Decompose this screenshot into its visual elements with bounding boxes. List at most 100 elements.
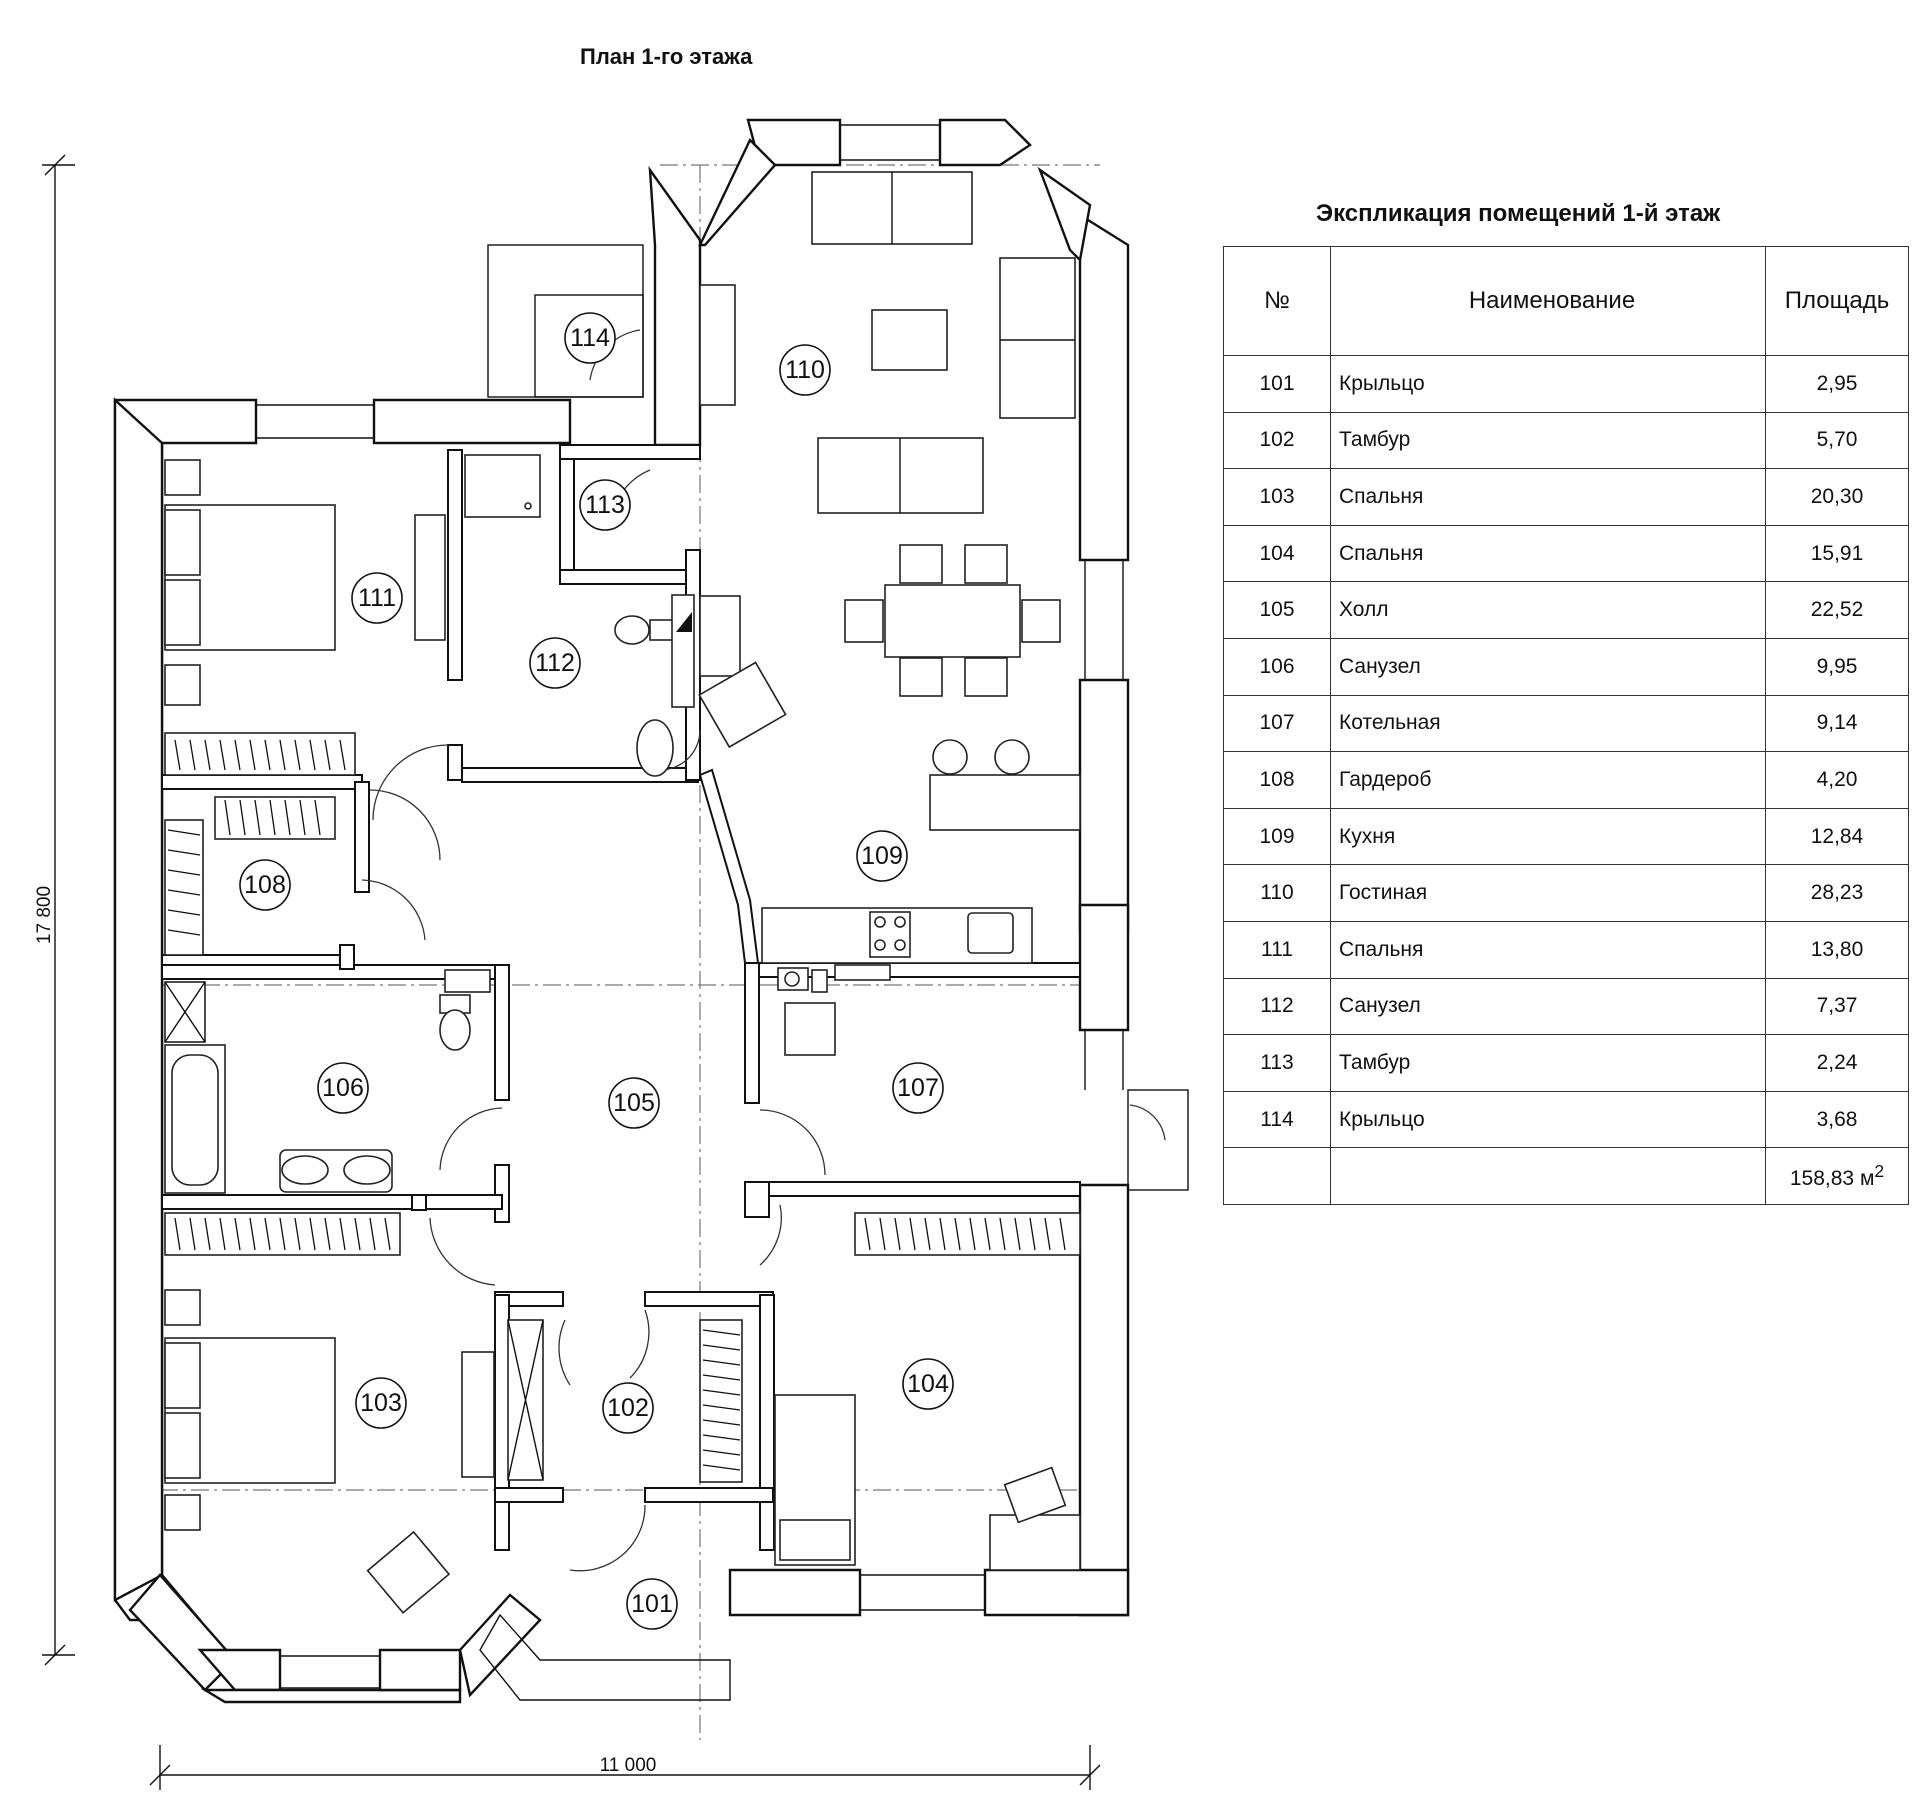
row-name-cell: Спальня bbox=[1330, 920, 1766, 979]
wardrobe-hatch-108 bbox=[167, 799, 321, 936]
row-name-cell: Котельная bbox=[1330, 694, 1766, 753]
header-num: № bbox=[1223, 246, 1331, 356]
row-area-cell: 3,68 bbox=[1765, 1090, 1909, 1149]
row-area-cell: 9,95 bbox=[1765, 637, 1909, 696]
wardrobe-hatch-102 bbox=[702, 1329, 741, 1471]
row-area-cell: 12,84 bbox=[1765, 807, 1909, 866]
row-name-cell: Гардероб bbox=[1330, 751, 1766, 809]
row-num-cell: 114 bbox=[1223, 1090, 1331, 1149]
wardrobe-hatch-104 bbox=[864, 1217, 1066, 1251]
row-name-cell: Санузел bbox=[1330, 637, 1766, 696]
room-label-104: 104 bbox=[907, 1370, 949, 1398]
row-area-cell: 22,52 bbox=[1765, 581, 1909, 639]
room-label-114: 114 bbox=[570, 324, 610, 352]
table-total-row: 158,83 м2 bbox=[1223, 1147, 1909, 1205]
row-name-cell: Тамбур bbox=[1330, 1034, 1766, 1092]
row-name-cell: Гостиная bbox=[1330, 864, 1766, 922]
dimension-width: 11 000 bbox=[600, 1755, 657, 1776]
row-num-cell: 104 bbox=[1223, 524, 1331, 583]
door-swings bbox=[361, 329, 1189, 1572]
dimension-height: 17 800 bbox=[34, 886, 55, 944]
row-area-cell: 4,20 bbox=[1765, 751, 1909, 809]
row-num-cell: 111 bbox=[1223, 920, 1331, 979]
room-label-108: 108 bbox=[244, 871, 286, 899]
row-area-cell: 28,23 bbox=[1765, 864, 1909, 922]
row-area-cell: 20,30 bbox=[1765, 468, 1909, 526]
row-area-cell: 2,95 bbox=[1765, 355, 1909, 413]
row-area-cell: 15,91 bbox=[1765, 524, 1909, 583]
row-name-cell: Крыльцо bbox=[1330, 1090, 1766, 1149]
row-num-cell: 107 bbox=[1223, 694, 1331, 753]
stove-burners bbox=[874, 916, 906, 951]
explication-title: Экспликация помещений 1-й этаж bbox=[1316, 200, 1721, 227]
room-label-113: 113 bbox=[585, 491, 625, 519]
plan-title: План 1-го этажа bbox=[580, 44, 753, 69]
room-label-112: 112 bbox=[535, 649, 575, 677]
row-num-cell: 103 bbox=[1223, 468, 1331, 526]
room-label-102: 102 bbox=[607, 1394, 649, 1422]
row-name-cell: Спальня bbox=[1330, 468, 1766, 526]
row-name-cell: Спальня bbox=[1330, 524, 1766, 583]
table-header-row: № Наименование Площадь bbox=[1223, 246, 1909, 356]
total-name-cell bbox=[1330, 1147, 1766, 1205]
wardrobe-hatch-103 bbox=[174, 1217, 391, 1251]
room-labels: 114 110 113 111 112 109 108 106 105 107 … bbox=[239, 312, 954, 1630]
total-num-cell bbox=[1223, 1147, 1331, 1205]
header-area: Площадь bbox=[1765, 246, 1909, 356]
row-num-cell: 106 bbox=[1223, 637, 1331, 696]
row-num-cell: 105 bbox=[1223, 581, 1331, 639]
row-name-cell: Холл bbox=[1330, 581, 1766, 639]
row-area-cell: 5,70 bbox=[1765, 411, 1909, 470]
room-label-109: 109 bbox=[861, 842, 903, 870]
row-num-cell: 109 bbox=[1223, 807, 1331, 866]
row-name-cell: Кухня bbox=[1330, 807, 1766, 866]
row-num-cell: 102 bbox=[1223, 411, 1331, 470]
room-label-101: 101 bbox=[631, 1590, 673, 1618]
header-name: Наименование bbox=[1330, 246, 1766, 356]
room-label-110: 110 bbox=[785, 356, 825, 384]
row-area-cell: 9,14 bbox=[1765, 694, 1909, 753]
room-label-105: 105 bbox=[613, 1089, 655, 1117]
wardrobe-hatch-111 bbox=[174, 739, 346, 771]
windows bbox=[256, 124, 1124, 1689]
row-name-cell: Санузел bbox=[1330, 977, 1766, 1036]
row-area-cell: 2,24 bbox=[1765, 1034, 1909, 1092]
total-unit-sup: 2 bbox=[1874, 1161, 1885, 1182]
furniture bbox=[164, 171, 1081, 1614]
row-num-cell: 113 bbox=[1223, 1034, 1331, 1092]
row-num-cell: 101 bbox=[1223, 355, 1331, 413]
total-area: 158,83 м2 bbox=[1765, 1147, 1909, 1205]
dimension-lines: 11 000 17 800 bbox=[34, 154, 1101, 1790]
row-area-cell: 7,37 bbox=[1765, 977, 1909, 1036]
room-label-107: 107 bbox=[897, 1074, 939, 1102]
room-label-106: 106 bbox=[322, 1074, 364, 1102]
row-num-cell: 110 bbox=[1223, 864, 1331, 922]
row-name-cell: Тамбур bbox=[1330, 411, 1766, 470]
row-num-cell: 112 bbox=[1223, 977, 1331, 1036]
total-value: 158,83 м bbox=[1789, 1167, 1875, 1191]
room-label-111: 111 bbox=[358, 584, 396, 612]
exterior-walls bbox=[113, 118, 1130, 1704]
row-num-cell: 108 bbox=[1223, 751, 1331, 809]
interior-walls bbox=[161, 444, 1081, 1551]
row-name-cell: Крыльцо bbox=[1330, 355, 1766, 413]
room-label-103: 103 bbox=[360, 1389, 402, 1417]
row-area-cell: 13,80 bbox=[1765, 920, 1909, 979]
